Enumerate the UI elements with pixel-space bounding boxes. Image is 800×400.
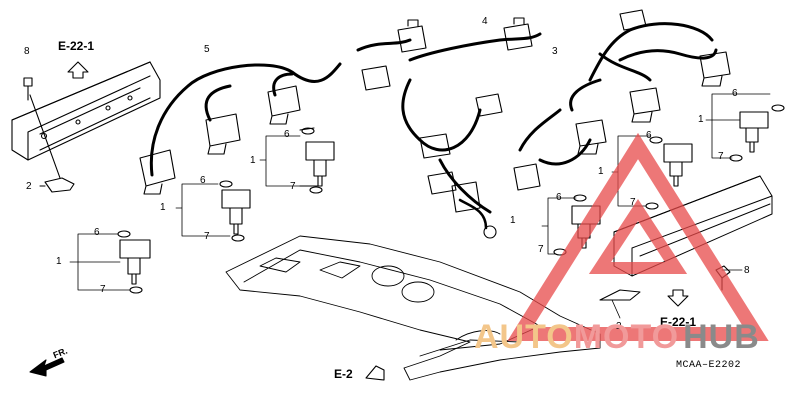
callout-6-e: 6 bbox=[646, 130, 652, 141]
ref-e22-1-top: E-22-1 bbox=[58, 39, 95, 53]
callout-6-f: 6 bbox=[556, 192, 562, 203]
watermark-part-c: HUB bbox=[683, 318, 760, 356]
callout-6-d: 6 bbox=[732, 88, 738, 99]
callout-2-right: 2 bbox=[616, 321, 622, 332]
harness-5 bbox=[149, 62, 342, 177]
callout-8-right: 8 bbox=[744, 265, 750, 276]
ref-arrow-down bbox=[667, 289, 689, 307]
injector-right-top bbox=[729, 104, 785, 162]
ref-e2: E-2 bbox=[334, 367, 353, 381]
callout-1-a: 1 bbox=[250, 155, 256, 166]
callout-1-b: 1 bbox=[160, 202, 166, 213]
callout-6-c: 6 bbox=[94, 227, 100, 238]
callout-6-b: 6 bbox=[200, 175, 206, 186]
injector-left-top bbox=[299, 127, 335, 194]
callout-8-left: 8 bbox=[24, 46, 30, 57]
ref-e22-1-bottom: E-22-1 bbox=[660, 315, 697, 329]
diagram-code: MCAA–E2202 bbox=[676, 360, 742, 371]
callout-1-e: 1 bbox=[698, 114, 704, 125]
callout-1-c: 1 bbox=[56, 256, 62, 267]
injector-right-mid bbox=[645, 136, 693, 210]
callout-7-f: 7 bbox=[538, 244, 544, 255]
coil-connectors-left bbox=[139, 85, 301, 195]
leaders-left bbox=[69, 135, 301, 291]
ref-arrow-e2 bbox=[365, 365, 385, 381]
callout-4: 4 bbox=[482, 16, 488, 27]
callout-7-e: 7 bbox=[630, 197, 636, 208]
callout-7-b: 7 bbox=[204, 231, 210, 242]
fuel-rail-left bbox=[11, 61, 161, 161]
callout-2-left: 2 bbox=[26, 181, 32, 192]
callout-1-d: 1 bbox=[510, 215, 516, 226]
callout-1-f: 1 bbox=[598, 166, 604, 177]
connectors-center bbox=[361, 17, 541, 239]
injector-left-bottom bbox=[117, 230, 151, 294]
callout-5: 5 bbox=[204, 44, 210, 55]
intake-manifold bbox=[225, 235, 601, 381]
callout-7-c: 7 bbox=[100, 284, 106, 295]
callout-3: 3 bbox=[552, 46, 558, 57]
callout-6-a: 6 bbox=[284, 129, 290, 140]
callout-7-d: 7 bbox=[718, 151, 724, 162]
callout-7-a: 7 bbox=[290, 181, 296, 192]
watermark-logo-icon bbox=[507, 132, 769, 341]
front-arrow bbox=[29, 357, 65, 377]
bolt-8-left bbox=[23, 77, 61, 179]
injector-left-mid bbox=[219, 180, 251, 242]
ref-arrow-up bbox=[67, 61, 89, 79]
clip-2-left bbox=[39, 177, 75, 193]
harness-4 bbox=[356, 32, 542, 214]
watermark-part-b: MOTO bbox=[573, 318, 680, 356]
coil-connectors-right bbox=[575, 9, 731, 155]
watermark-part-a: AUTO bbox=[474, 318, 574, 356]
